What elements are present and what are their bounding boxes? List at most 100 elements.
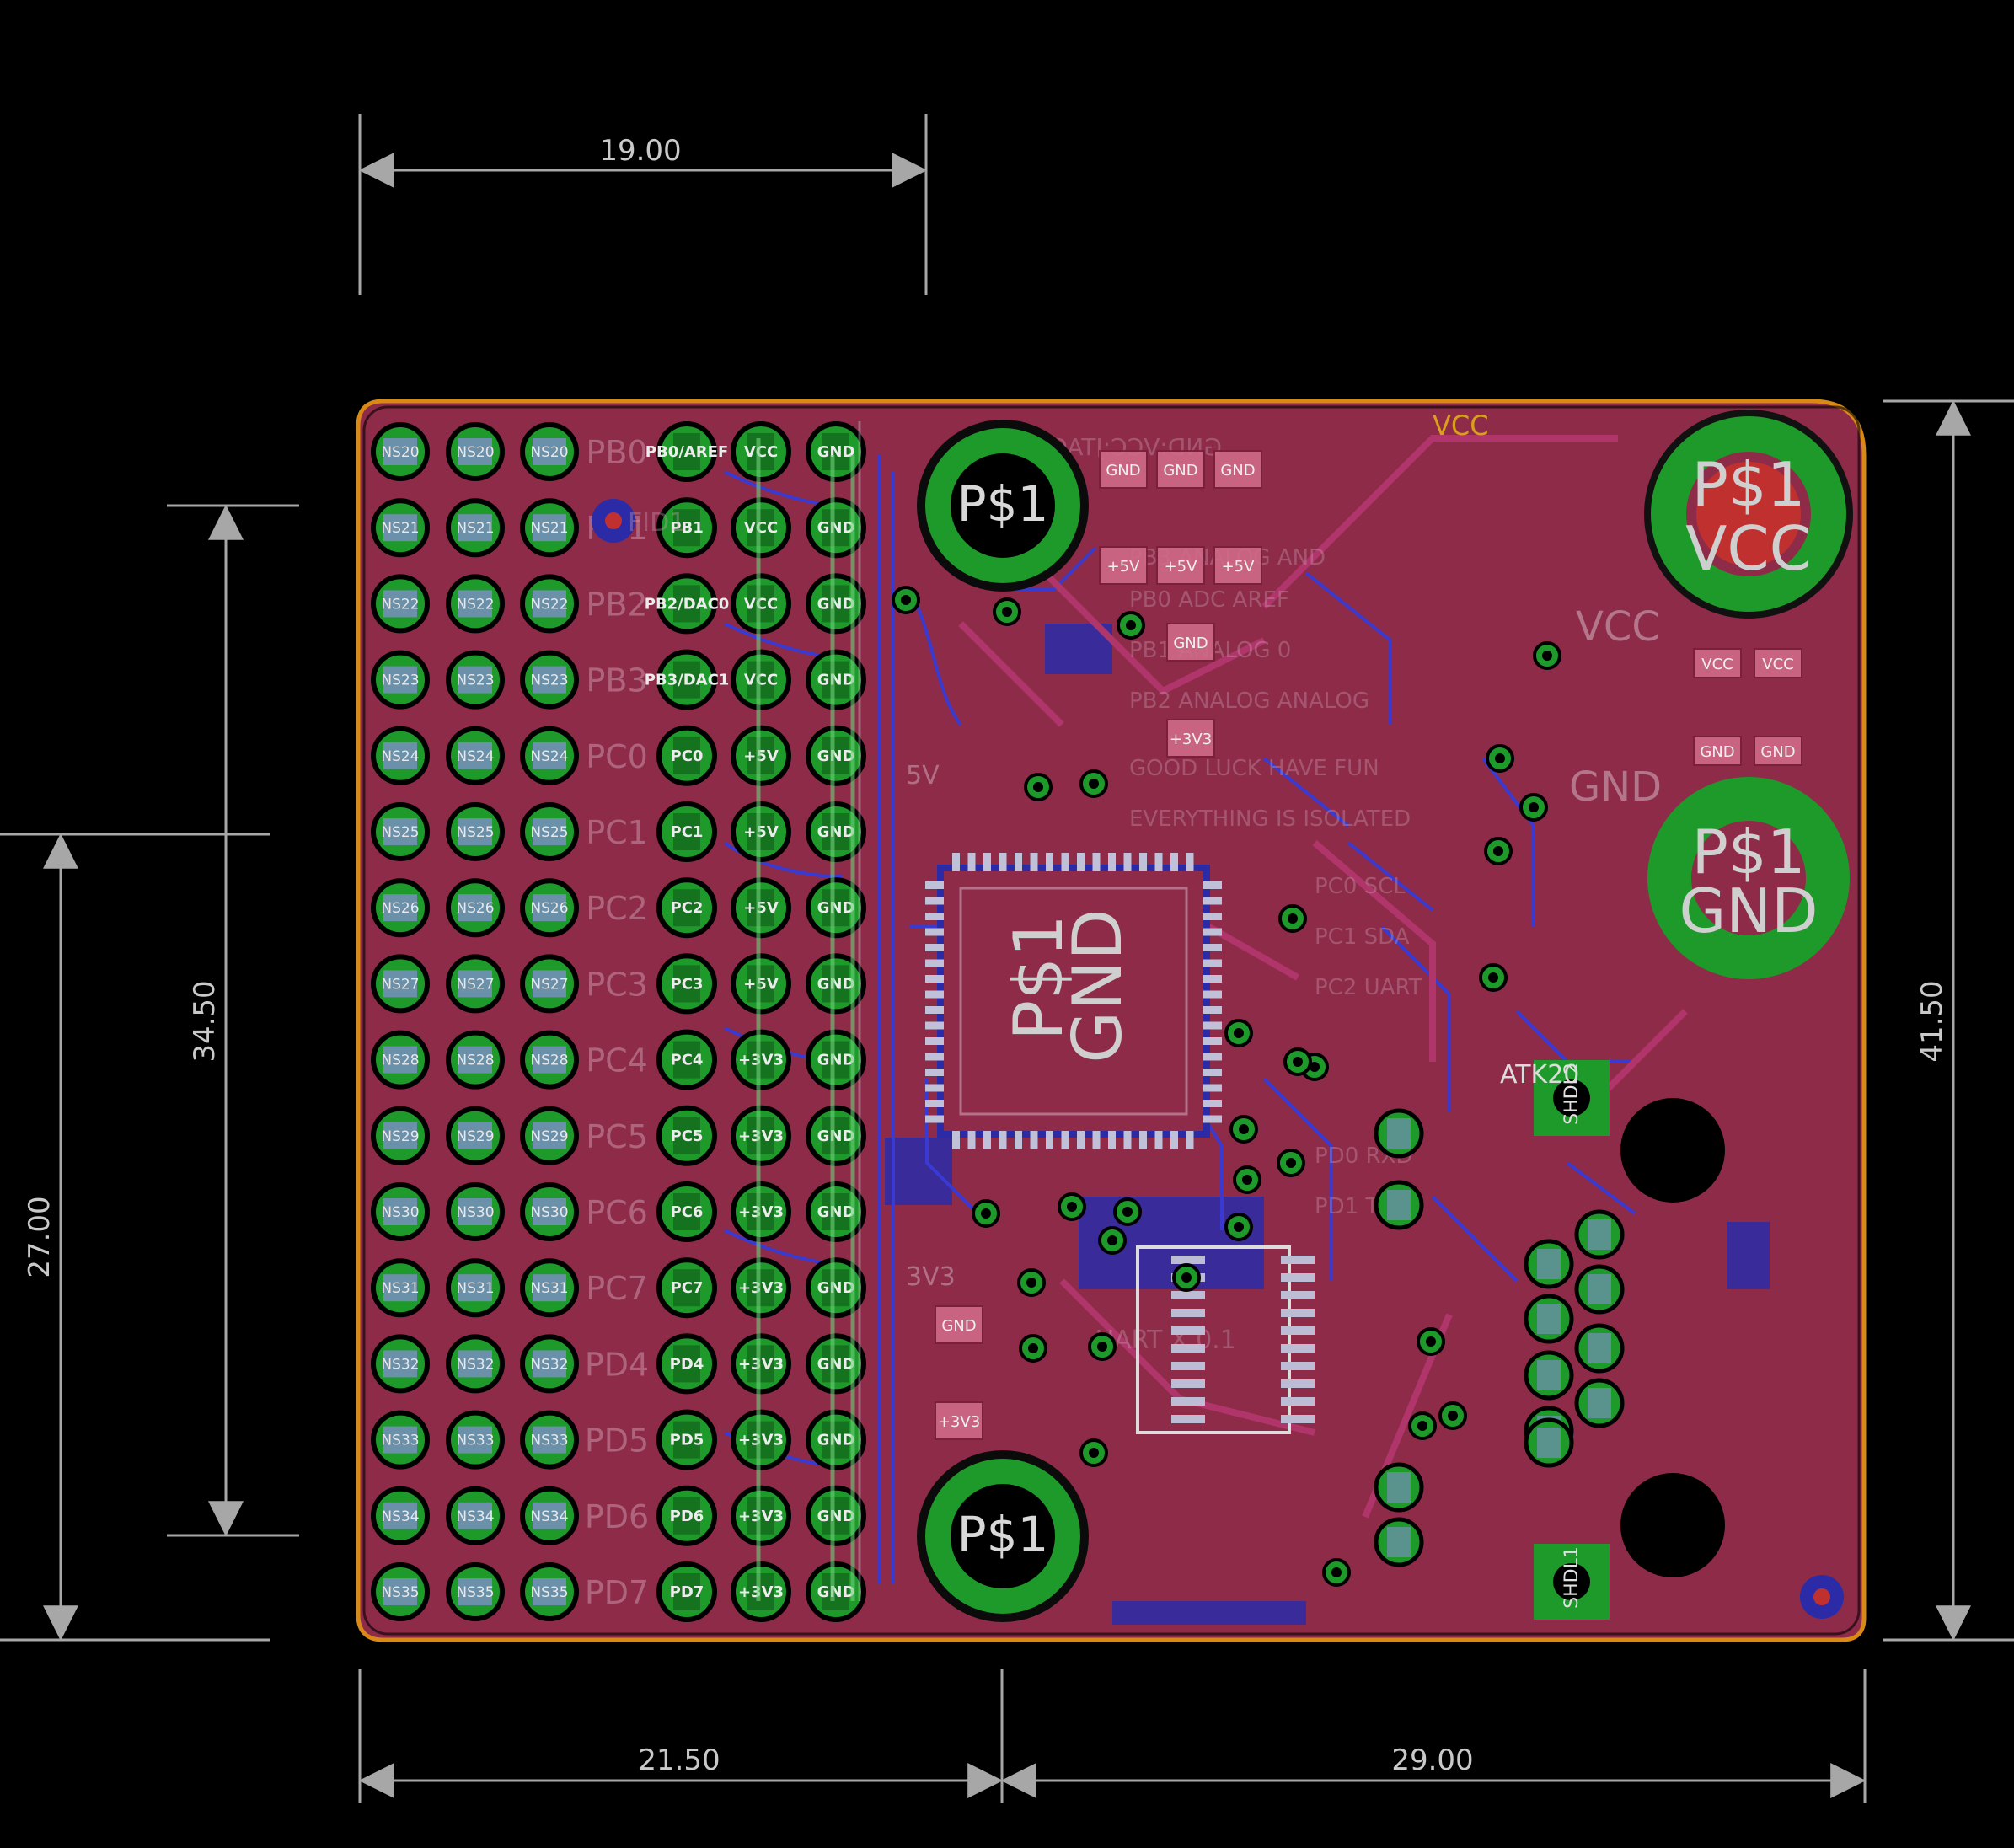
header-pad: PD6: [656, 1485, 717, 1546]
header-pad-label: PC3: [671, 975, 704, 993]
ns-pad-label: NS31: [456, 1280, 494, 1297]
ns-pad: NS35: [446, 1562, 505, 1621]
header-pad-label: GND: [817, 823, 855, 841]
silk-5v: 5V: [906, 761, 940, 790]
header-pad-label: GND: [817, 595, 855, 613]
ns-pad-label: NS21: [530, 520, 568, 537]
via: [1224, 1019, 1253, 1047]
cap-label-top: VCC: [1701, 656, 1733, 673]
header-pad-label: GND: [817, 672, 855, 689]
soic-pin: [1281, 1309, 1315, 1317]
header-pad: PC1: [656, 801, 717, 862]
header-pad: +3V3: [731, 1257, 791, 1319]
ic-pin: [925, 1006, 944, 1014]
ns-pad-label: NS28: [456, 1053, 494, 1069]
soic-pin: [1281, 1379, 1315, 1388]
ns-pad: NS28: [371, 1030, 430, 1090]
via: [1277, 1149, 1305, 1177]
connector-pad: [1524, 1417, 1574, 1468]
via: [1278, 904, 1307, 933]
ic-pin: [983, 853, 991, 871]
cap-label-top: GND: [1106, 462, 1140, 479]
connector-hole-top: [1620, 1098, 1725, 1203]
port-label: PD5: [585, 1422, 649, 1460]
ic-pin: [1203, 1053, 1222, 1061]
header-pad: +3V3: [731, 1105, 791, 1166]
ns-pad-label: NS31: [381, 1280, 419, 1297]
header-pad: VCC: [731, 497, 791, 559]
ic-pin: [1170, 1131, 1178, 1149]
ns-pad-label: NS30: [381, 1204, 419, 1221]
svg-text:UART X 0.1: UART X 0.1: [1095, 1326, 1236, 1355]
ic-pin: [1077, 853, 1085, 871]
header-pad: GND: [806, 801, 866, 862]
ns-pad-label: NS24: [456, 748, 494, 765]
via: [1408, 1411, 1437, 1440]
ns-pad-label: NS30: [530, 1204, 568, 1221]
ns-pad-label: NS21: [381, 520, 419, 537]
ic-pin: [925, 897, 944, 905]
silk-atk: ATK20: [1500, 1060, 1579, 1090]
ns-pad: NS30: [446, 1182, 505, 1241]
ns-pad: NS29: [446, 1106, 505, 1165]
ns-pad: NS24: [371, 726, 430, 785]
ns-pad-label: NS33: [381, 1433, 419, 1449]
port-label: PC6: [586, 1194, 648, 1231]
ic-pin: [1203, 1100, 1222, 1107]
ns-pad-label: NS23: [456, 672, 494, 689]
ic-pin: [1203, 975, 1222, 983]
ns-pad: NS35: [371, 1562, 430, 1621]
port-label: PC3: [586, 966, 648, 1003]
ic-pin: [1046, 1131, 1053, 1149]
header-pad-label: PB2/DAC0: [645, 595, 730, 613]
via: [1017, 1268, 1046, 1297]
port-label: PB2: [586, 586, 647, 623]
ic-pin: [1203, 1021, 1222, 1030]
header-pad: PC5: [656, 1105, 717, 1166]
ns-pad-label: NS22: [456, 596, 494, 613]
dimension-bottom-right: 29.00: [1391, 1744, 1473, 1777]
via: [1229, 1115, 1258, 1144]
ic-pin: [999, 1131, 1007, 1149]
via: [1484, 837, 1513, 865]
ns-pad-label: NS20: [381, 444, 419, 461]
connector-pad: [1524, 1350, 1574, 1401]
ic-pin: [1077, 1131, 1085, 1149]
ns-pad-label: NS23: [530, 672, 568, 689]
connector-pad: [1374, 1108, 1424, 1159]
soic-pin: [1171, 1326, 1205, 1335]
vias: [892, 586, 1561, 1587]
header-pad-label: +3V3: [738, 1432, 784, 1449]
svg-text:PC2 UART: PC2 UART: [1315, 975, 1422, 1000]
ns-pad: NS33: [520, 1410, 579, 1470]
ns-pad: NS33: [446, 1410, 505, 1470]
shield-1-label: SHDL1: [1561, 1546, 1583, 1609]
via: [1088, 1332, 1117, 1361]
header-pad-label: VCC: [744, 672, 778, 689]
port-label: PC2: [586, 890, 648, 927]
ic-pin: [1203, 944, 1222, 951]
header-pad-label: GND: [817, 519, 855, 537]
ns-pad: NS20: [446, 422, 505, 481]
capacitor: GND+5V: [1156, 450, 1205, 585]
header-pad-label: GND: [817, 1583, 855, 1601]
ic-pin: [1203, 1037, 1222, 1045]
ns-pad-label: NS27: [456, 976, 494, 993]
ns-pad: NS27: [446, 954, 505, 1014]
dimension-right: 41.50: [1915, 980, 1949, 1062]
via: [1098, 1226, 1127, 1255]
ns-pad-label: NS28: [530, 1053, 568, 1069]
ns-pad: NS21: [520, 498, 579, 558]
header-pad: +3V3: [731, 1029, 791, 1090]
header-pad-label: +3V3: [738, 1128, 784, 1145]
header-pad: GND: [806, 953, 866, 1015]
header-pad: PC7: [656, 1257, 717, 1319]
ns-pad-label: NS32: [456, 1356, 494, 1373]
soic-pin: [1281, 1362, 1315, 1370]
header-pad: +3V3: [731, 1333, 791, 1395]
header-pad: +5V: [731, 953, 791, 1015]
header-pad: PC6: [656, 1181, 717, 1242]
ic-pin: [1186, 853, 1194, 871]
silk-3v3: 3V3: [906, 1262, 956, 1292]
